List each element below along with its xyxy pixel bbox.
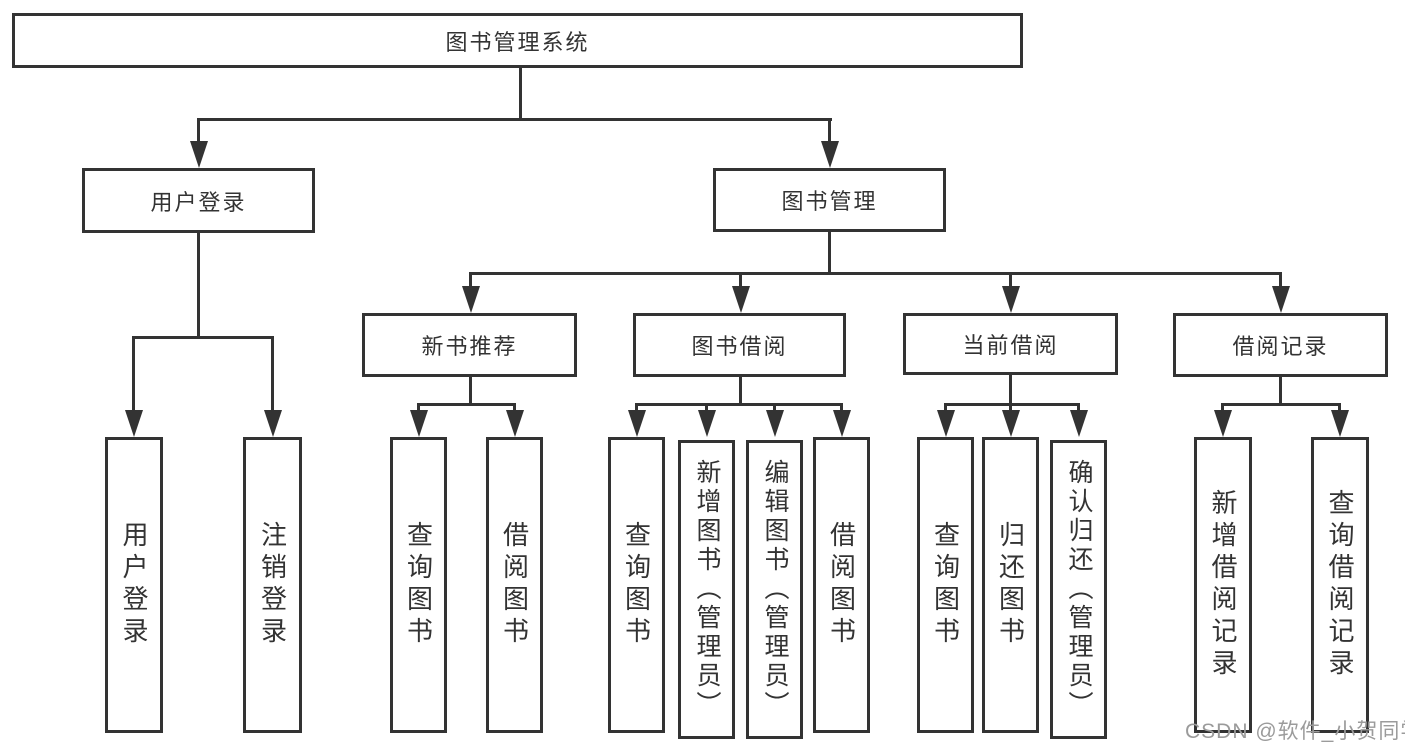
connector-drop xyxy=(739,272,742,297)
arrowhead-icon xyxy=(732,286,750,313)
leaf-borrow-edit-books-admin: 编辑图书（管理员） xyxy=(746,440,803,739)
leaf-records-query-record: 查询借阅记录 xyxy=(1311,437,1369,733)
leaf-records-add-record: 新增借阅记录 xyxy=(1194,437,1252,733)
leaf-label: 查询图书 xyxy=(930,521,961,649)
leaf-current-query-books: 查询图书 xyxy=(917,437,974,733)
node-book-borrowing: 图书借阅 xyxy=(633,313,846,377)
connector-drop xyxy=(828,118,831,158)
node-root-system: 图书管理系统 xyxy=(12,13,1023,68)
node-book-management: 图书管理 xyxy=(713,168,946,232)
leaf-label: 借阅图书 xyxy=(826,521,857,649)
arrowhead-icon xyxy=(1002,286,1020,313)
node-borrowing-records: 借阅记录 xyxy=(1173,313,1388,377)
connector-records-rail xyxy=(1221,403,1341,406)
connector-level3-rail xyxy=(469,272,1282,275)
connector-drop xyxy=(271,336,274,426)
connector-borrowing-trunk xyxy=(739,377,742,403)
leaf-user-login: 用户登录 xyxy=(105,437,163,733)
leaf-borrow-borrow-books: 借阅图书 xyxy=(813,437,870,733)
connector-drop xyxy=(132,336,135,426)
arrowhead-icon xyxy=(1070,410,1088,437)
connector-bookmgmt-trunk xyxy=(828,232,831,272)
arrowhead-icon xyxy=(698,410,716,437)
leaf-label: 编辑图书（管理员） xyxy=(761,459,789,720)
node-label: 图书借阅 xyxy=(691,334,788,359)
connector-recommend-trunk xyxy=(469,377,472,403)
arrowhead-icon xyxy=(1002,410,1020,437)
connector-borrowing-rail xyxy=(635,403,843,406)
connector-drop xyxy=(1279,272,1282,297)
arrowhead-icon xyxy=(506,410,524,437)
leaf-borrow-query-books: 查询图书 xyxy=(608,437,665,733)
leaf-borrow-add-books-admin: 新增图书（管理员） xyxy=(678,440,735,739)
leaf-label: 归还图书 xyxy=(995,521,1026,649)
leaf-recommend-borrow-books: 借阅图书 xyxy=(486,437,543,733)
arrowhead-icon xyxy=(628,410,646,437)
arrowhead-icon xyxy=(1214,410,1232,437)
connector-level2-rail xyxy=(197,118,832,121)
leaf-label: 用户登录 xyxy=(119,521,149,649)
node-label: 借阅记录 xyxy=(1232,334,1329,359)
leaf-label: 查询借阅记录 xyxy=(1325,489,1355,681)
node-label: 新书推荐 xyxy=(421,334,518,359)
leaf-current-return-books: 归还图书 xyxy=(982,437,1039,733)
connector-root-trunk xyxy=(519,68,522,118)
arrowhead-icon xyxy=(125,410,143,437)
leaf-label: 确认归还（管理员） xyxy=(1065,459,1093,720)
csdn-watermark: CSDN @软件_小贺同学 xyxy=(1185,720,1405,743)
leaf-recommend-query-books: 查询图书 xyxy=(390,437,447,733)
node-label: 用户登录 xyxy=(150,189,247,215)
arrowhead-icon xyxy=(1331,410,1349,437)
connector-current-rail xyxy=(944,403,1080,406)
node-new-book-recommendation: 新书推荐 xyxy=(362,313,577,377)
leaf-current-confirm-return-admin: 确认归还（管理员） xyxy=(1050,440,1107,739)
leaf-label: 查询图书 xyxy=(403,521,434,649)
connector-drop xyxy=(1009,272,1012,297)
arrowhead-icon xyxy=(821,141,839,168)
node-label: 图书管理系统 xyxy=(445,29,590,55)
arrowhead-icon xyxy=(1272,286,1290,313)
arrowhead-icon xyxy=(766,410,784,437)
arrowhead-icon xyxy=(462,286,480,313)
leaf-label: 注销登录 xyxy=(257,521,288,649)
leaf-logout-login: 注销登录 xyxy=(243,437,302,733)
connector-userlogin-rail xyxy=(132,336,274,339)
leaf-label: 新增借阅记录 xyxy=(1208,489,1238,681)
node-current-borrowing: 当前借阅 xyxy=(903,313,1118,375)
arrowhead-icon xyxy=(937,410,955,437)
leaf-label: 新增图书（管理员） xyxy=(693,459,721,720)
connector-recommend-rail xyxy=(417,403,516,406)
arrowhead-icon xyxy=(264,410,282,437)
connector-userlogin-trunk xyxy=(197,233,200,336)
node-user-login: 用户登录 xyxy=(82,168,315,233)
arrowhead-icon xyxy=(410,410,428,437)
arrowhead-icon xyxy=(190,141,208,168)
connector-current-trunk xyxy=(1009,375,1012,403)
leaf-label: 查询图书 xyxy=(621,521,652,649)
arrowhead-icon xyxy=(833,410,851,437)
node-label: 当前借阅 xyxy=(962,333,1059,358)
connector-drop xyxy=(469,272,472,297)
node-label: 图书管理 xyxy=(781,189,878,214)
connector-records-trunk xyxy=(1279,377,1282,403)
connector-drop xyxy=(197,118,200,158)
leaf-label: 借阅图书 xyxy=(499,521,530,649)
